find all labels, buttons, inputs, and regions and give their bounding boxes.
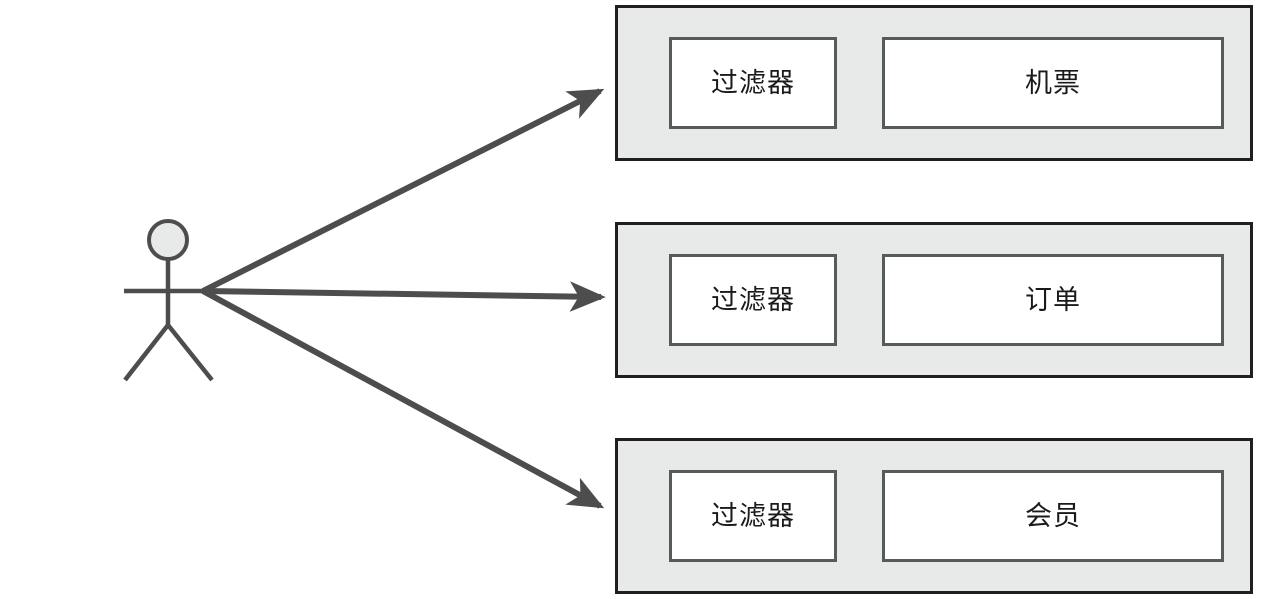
group-order[interactable]: 过滤器 订单 xyxy=(615,222,1253,378)
actor-head-icon xyxy=(147,219,189,261)
filter-label: 过滤器 xyxy=(711,284,795,315)
stick-figure-actor[interactable] xyxy=(123,219,214,382)
actor-right-leg-line xyxy=(166,323,214,382)
service-label: 会员 xyxy=(1025,500,1081,531)
service-box-member[interactable]: 会员 xyxy=(882,470,1224,562)
connector-arrows xyxy=(201,88,606,509)
group-ticket[interactable]: 过滤器 机票 xyxy=(615,5,1253,161)
arrow-to-member[interactable] xyxy=(201,288,605,509)
service-label: 机票 xyxy=(1025,67,1081,98)
filter-label: 过滤器 xyxy=(711,500,795,531)
filter-box-order[interactable]: 过滤器 xyxy=(669,254,837,346)
service-box-order[interactable]: 订单 xyxy=(882,254,1224,346)
filter-box-member[interactable]: 过滤器 xyxy=(669,470,837,562)
service-box-ticket[interactable]: 机票 xyxy=(882,37,1224,129)
filter-label: 过滤器 xyxy=(711,67,795,98)
filter-box-ticket[interactable]: 过滤器 xyxy=(669,37,837,129)
actor-left-leg-line xyxy=(123,323,170,382)
group-member[interactable]: 过滤器 会员 xyxy=(615,438,1253,594)
arrow-to-ticket[interactable] xyxy=(201,88,605,294)
service-label: 订单 xyxy=(1025,284,1081,315)
arrow-to-order[interactable] xyxy=(202,281,606,312)
